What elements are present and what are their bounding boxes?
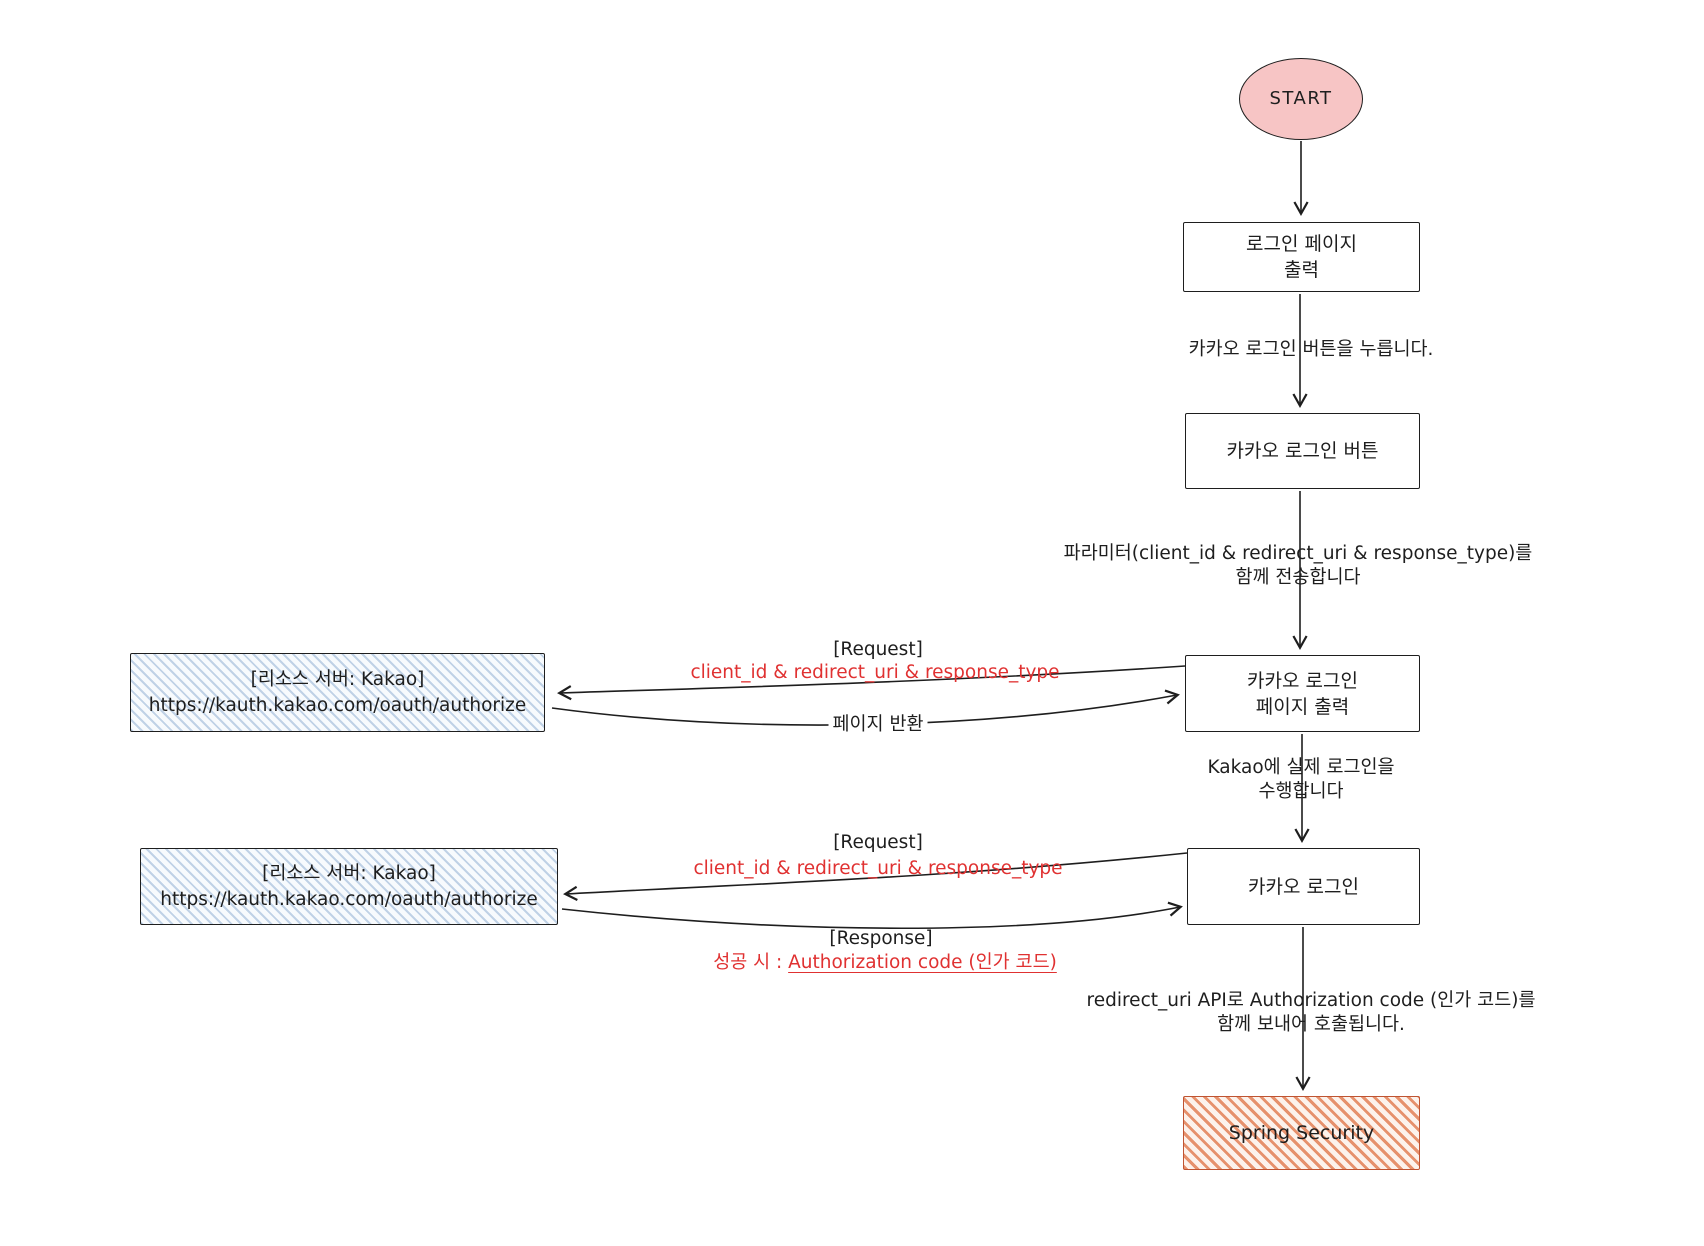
label-send-params: 파라미터(client_id & redirect_uri & response… <box>1064 542 1533 590</box>
label-real-login-line1: Kakao에 실제 로그인을 <box>1207 757 1395 778</box>
kakao-login-button-node: 카카오 로그인 버튼 <box>1185 413 1420 489</box>
start-node: START <box>1239 58 1363 140</box>
label-response-detail: 성공 시 : Authorization code (인가 코드) <box>713 951 1057 975</box>
label-redirect-line2: 함께 보내어 호출됩니다. <box>1217 1014 1405 1035</box>
label-request2-title: [Request] <box>833 832 923 853</box>
label-redirect-line1: redirect_uri API로 Authorization code (인가… <box>1086 990 1536 1011</box>
spring-security-label: Spring Security <box>1228 1122 1375 1144</box>
edge-request2 <box>563 852 1188 901</box>
label-real-login: Kakao에 실제 로그인을 수행합니다 <box>1207 756 1394 804</box>
label-request1-params: client_id & redirect_uri & response_type <box>690 662 1060 683</box>
resource-server-node-1: [리소스 서버: Kakao] https://kauth.kakao.com/… <box>130 653 545 732</box>
label-request1-title: [Request] <box>833 639 923 660</box>
kakao-login-button-label: 카카오 로그인 버튼 <box>1226 440 1379 462</box>
label-response-prefix: 성공 시 : <box>713 952 789 973</box>
login-page-line2: 출력 <box>1284 259 1319 281</box>
label-send-params-line1: 파라미터(client_id & redirect_uri & response… <box>1063 543 1533 564</box>
label-press-button: 카카오 로그인 버튼을 누릅니다. <box>1188 339 1434 360</box>
edge-request1 <box>557 665 1186 701</box>
label-real-login-line2: 수행합니다 <box>1258 781 1344 802</box>
label-response-title: [Response] <box>829 928 933 949</box>
kakao-login-page-line2: 페이지 출력 <box>1255 695 1350 718</box>
resource-server-2-url: https://kauth.kakao.com/oauth/authorize <box>160 888 538 910</box>
spring-security-node: Spring Security <box>1183 1096 1420 1170</box>
label-send-params-line2: 함께 전송합니다 <box>1235 567 1361 588</box>
kakao-login-page-node: 카카오 로그인 페이지 출력 <box>1185 655 1420 732</box>
label-page-return: 페이지 반환 <box>828 713 928 737</box>
resource-server-node-2: [리소스 서버: Kakao] https://kauth.kakao.com/… <box>140 848 558 925</box>
login-page-node: 로그인 페이지 출력 <box>1183 222 1420 292</box>
kakao-login-page-line1: 카카오 로그인 <box>1247 669 1358 692</box>
label-request2-params: client_id & redirect_uri & response_type <box>693 858 1063 879</box>
resource-server-1-title: [리소스 서버: Kakao] <box>250 668 425 690</box>
resource-server-2-title: [리소스 서버: Kakao] <box>262 862 436 884</box>
kakao-login-label: 카카오 로그인 <box>1248 875 1359 898</box>
resource-server-1-url: https://kauth.kakao.com/oauth/authorize <box>148 694 527 716</box>
start-label: START <box>1269 88 1333 109</box>
kakao-login-node: 카카오 로그인 <box>1187 848 1420 925</box>
label-redirect: redirect_uri API로 Authorization code (인가… <box>1087 989 1536 1037</box>
edge-response2 <box>561 901 1183 930</box>
login-page-line1: 로그인 페이지 <box>1246 233 1357 255</box>
label-response-underlined: Authorization code (인가 코드) <box>788 952 1057 973</box>
